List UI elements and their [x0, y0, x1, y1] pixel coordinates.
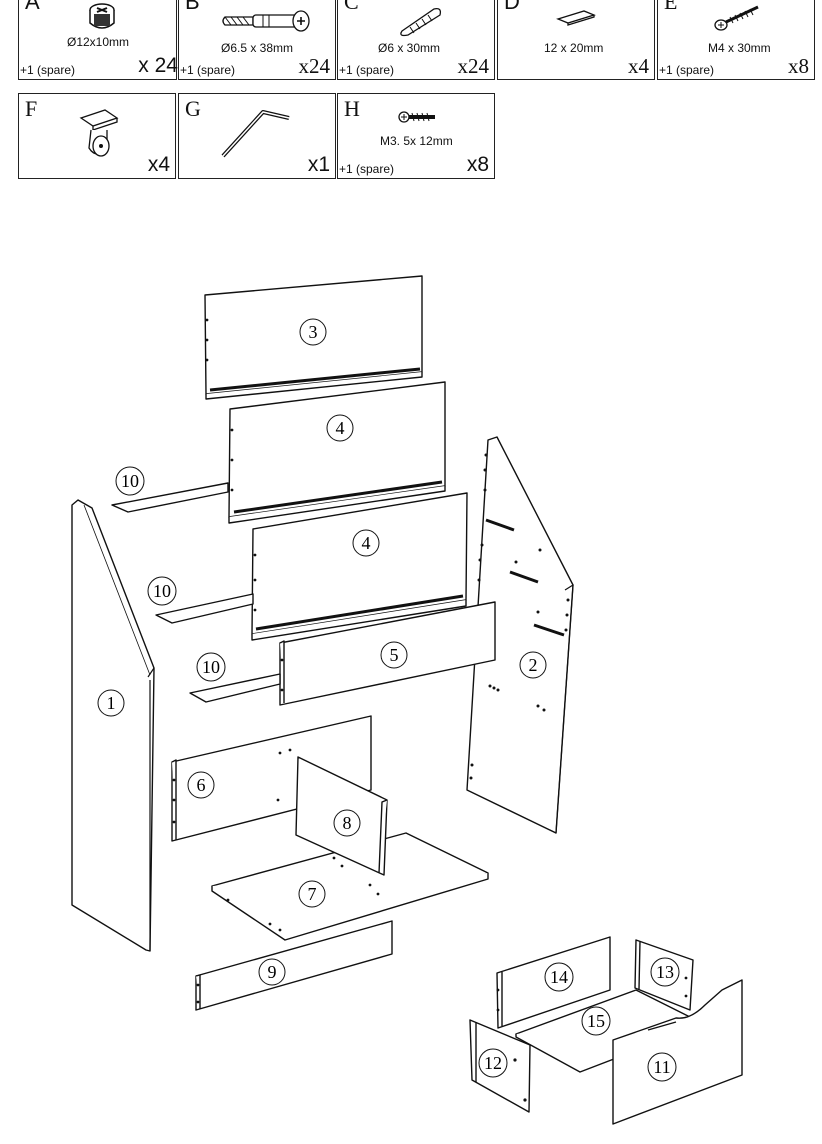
part-callout-6: 6: [187, 771, 215, 799]
hardware-qty: x24: [457, 54, 490, 78]
hardware-letter: H: [344, 96, 360, 121]
hardware-size: 12 x 20mm: [544, 41, 604, 55]
panel-11-bin-front: [612, 979, 743, 1125]
shelf-10-lower: [189, 673, 281, 703]
panel-4-back-upper: [228, 381, 446, 524]
part-callout-1: 1: [97, 689, 125, 717]
hardware-box-b: B Ø6.5 x 38mm +1 (spare) x24: [178, 0, 336, 80]
hardware-size: M4 x 30mm: [708, 41, 771, 55]
hardware-spare: +1 (spare): [180, 63, 236, 77]
hardware-letter: G: [185, 96, 201, 121]
hardware-box-e: E M4 x 30mm +1 (spare) x8: [657, 0, 815, 80]
hardware-qty: x4: [628, 54, 649, 78]
hardware-letter: B: [185, 0, 200, 14]
hardware-qty: x 24: [138, 54, 178, 77]
hardware-letter: C: [344, 0, 359, 14]
part-callout-7: 7: [298, 880, 326, 908]
part-number-text: 1: [107, 693, 116, 713]
hardware-box-g: G x1: [178, 93, 336, 179]
hardware-letter: A: [25, 0, 40, 14]
part-number-text: 3: [309, 322, 318, 342]
part-number-text: 8: [343, 813, 352, 833]
short-screw-icon: [398, 111, 435, 123]
hardware-box-d: D 12 x 20mm x4: [497, 0, 655, 80]
panel-1-left-side: [71, 499, 155, 952]
allen-key-icon: [221, 110, 290, 158]
felt-pad-icon: [556, 10, 596, 26]
hardware-box-a: A Ø12x10mm +1 (spare) x 24: [18, 0, 178, 80]
part-callout-4-lower: 4: [352, 529, 380, 557]
part-callout-12: 12: [478, 1048, 508, 1078]
caster-wheel-icon: [79, 109, 119, 157]
part-callout-8: 8: [333, 809, 361, 837]
hardware-qty: x8: [788, 54, 809, 78]
hardware-size: Ø6 x 30mm: [378, 41, 441, 55]
hardware-letter: F: [25, 96, 38, 121]
part-number-text: 10: [121, 471, 139, 491]
panel-9-kick-plate: [195, 920, 393, 1011]
pre-drilled-holes: [172, 318, 688, 1102]
part-number-text: 9: [268, 962, 277, 982]
hardware-spare: +1 (spare): [659, 63, 715, 77]
hardware-qty: x8: [466, 153, 489, 176]
shelf-10-upper: [111, 482, 229, 513]
part-callout-13: 13: [650, 957, 680, 987]
hardware-letter: E: [664, 0, 678, 14]
hardware-spare: +1 (spare): [20, 63, 76, 77]
wood-dowel-icon: [400, 7, 442, 37]
hardware-qty: x24: [298, 54, 331, 78]
part-callout-9: 9: [258, 958, 286, 986]
hardware-size: Ø6.5 x 38mm: [221, 41, 294, 55]
part-number-text: 10: [202, 657, 220, 677]
cam-lock-icon: [89, 3, 115, 29]
hardware-spare: +1 (spare): [339, 63, 395, 77]
part-callout-10-upper: 10: [115, 466, 145, 496]
part-number-text: 4: [336, 418, 345, 438]
part-number-text: 11: [653, 1057, 670, 1077]
part-callout-2: 2: [519, 651, 547, 679]
hardware-box-h: H M3. 5x 12mm +1 (spare) x8: [337, 93, 495, 179]
panel-2-right-side: [466, 436, 574, 834]
hardware-qty: x1: [307, 153, 330, 176]
part-number-text: 4: [362, 533, 371, 553]
part-callout-15: 15: [581, 1006, 611, 1036]
hardware-box-c: C Ø6 x 30mm +1 (spare) x24: [337, 0, 495, 80]
hardware-letter: D: [504, 0, 520, 14]
part-number-text: 15: [587, 1011, 605, 1031]
part-number-text: 10: [153, 581, 171, 601]
part-number-text: 6: [197, 775, 206, 795]
hardware-qty: x4: [147, 153, 170, 176]
part-callout-10-middle: 10: [147, 576, 177, 606]
panel-2-holes: [469, 453, 570, 780]
part-number-text: 7: [308, 884, 317, 904]
part-number-text: 2: [529, 655, 538, 675]
hardware-box-f: F x4: [18, 93, 176, 179]
part-number-text: 5: [390, 645, 399, 665]
part-callout-3: 3: [299, 318, 327, 346]
shelf-10-middle: [155, 593, 254, 624]
part-callout-5: 5: [380, 641, 408, 669]
hardware-size: M3. 5x 12mm: [380, 134, 453, 148]
hardware-size: Ø12x10mm: [67, 35, 130, 49]
part-callout-14: 14: [544, 962, 574, 992]
panel-4-back-lower: [251, 492, 468, 641]
part-number-text: 12: [484, 1053, 502, 1073]
part-callout-11: 11: [647, 1052, 677, 1082]
hardware-spare: +1 (spare): [339, 162, 395, 176]
long-screw-icon: [714, 5, 759, 31]
part-number-text: 13: [656, 962, 674, 982]
part-callout-4-upper: 4: [326, 414, 354, 442]
part-number-text: 14: [550, 967, 568, 987]
part-number-callouts: 1 2 3 4 4 5 6 7 8 9 10 10 10 11 12 13 14…: [97, 318, 680, 1082]
part-callout-10-lower: 10: [196, 652, 226, 682]
cam-bolt-icon: [222, 10, 310, 32]
